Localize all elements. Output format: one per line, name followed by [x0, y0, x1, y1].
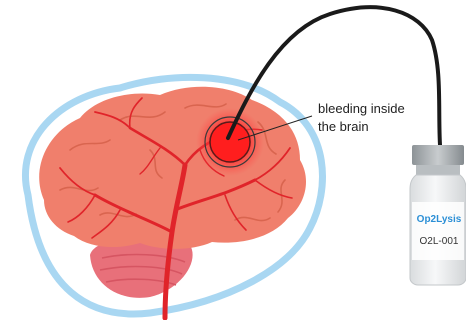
vial-code-label: O2L-001 — [412, 236, 466, 247]
annotation-line-1: bleeding inside — [318, 100, 448, 118]
vial-label — [412, 202, 464, 260]
annotation-line-2: the brain — [318, 118, 448, 136]
vial-brand-label: Op2Lysis — [414, 214, 464, 225]
bleed-annotation: bleeding inside the brain — [318, 100, 448, 136]
vial-cap — [412, 145, 464, 165]
bleed-site — [210, 122, 250, 162]
